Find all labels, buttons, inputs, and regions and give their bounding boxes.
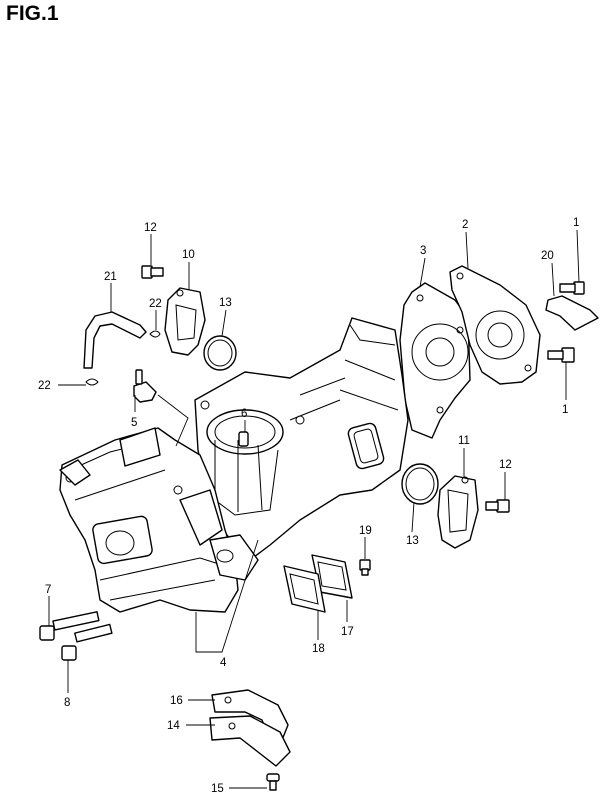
callout-14: 14	[167, 720, 180, 732]
callout-7: 7	[45, 584, 51, 596]
part-12-bolt-upper	[141, 265, 164, 279]
callout-22-lower: 22	[38, 380, 51, 392]
callout-13-right: 13	[406, 535, 419, 547]
callout-19: 19	[359, 525, 372, 537]
callout-1-upper: 1	[573, 217, 579, 229]
part-3-cylinder-cover-gasket	[399, 282, 471, 439]
part-6-dowel-pin	[238, 431, 249, 447]
callout-6: 6	[241, 408, 247, 420]
part-8-bolt	[61, 623, 113, 661]
callout-15: 15	[211, 783, 224, 795]
callout-numbers: 1 1 2 3 4 5 6 7 8 10 11 12 12 13 13 14 1…	[38, 217, 579, 795]
callout-12-right: 12	[499, 459, 512, 471]
part-1-bolt-upper	[559, 281, 585, 295]
part-19-screw	[359, 559, 371, 576]
part-1-bolt-lower	[547, 347, 575, 363]
part-14-plate	[209, 715, 291, 767]
callout-18: 18	[312, 643, 325, 655]
callout-13-upper: 13	[219, 297, 232, 309]
part-12-bolt-right	[485, 499, 510, 513]
callout-12-upper: 12	[144, 222, 157, 234]
part-13-o-ring-right	[401, 463, 439, 505]
callout-17: 17	[341, 626, 354, 638]
callout-2: 2	[462, 219, 468, 231]
part-7-bolt	[39, 611, 100, 641]
leader-lines	[48, 229, 580, 789]
part-18-gasket	[283, 565, 326, 613]
part-20-bracket	[545, 295, 599, 331]
part-5-fitting	[133, 369, 157, 403]
part-10-cover	[164, 287, 206, 356]
callout-16: 16	[170, 695, 183, 707]
figure-title: FIG.1	[6, 2, 59, 25]
part-21-hose	[83, 311, 147, 369]
part-13-o-ring-upper	[203, 335, 237, 371]
part-4-cylinder-block	[59, 317, 409, 613]
callout-4: 4	[220, 657, 227, 669]
callout-1-lower: 1	[562, 404, 568, 416]
callout-8: 8	[64, 697, 70, 709]
part-15-screw	[266, 773, 280, 791]
part-11-side-cover	[437, 475, 479, 549]
part-22-clip-upper	[149, 330, 161, 338]
callout-21: 21	[104, 271, 117, 283]
part-22-clip-lower	[85, 378, 99, 386]
callout-20: 20	[541, 250, 554, 262]
callout-5: 5	[131, 417, 137, 429]
callout-11: 11	[458, 435, 470, 447]
callout-3: 3	[420, 245, 426, 257]
callout-10: 10	[182, 249, 195, 261]
part-2-cylinder-head-cover	[449, 265, 541, 385]
callout-22-upper: 22	[149, 298, 162, 310]
